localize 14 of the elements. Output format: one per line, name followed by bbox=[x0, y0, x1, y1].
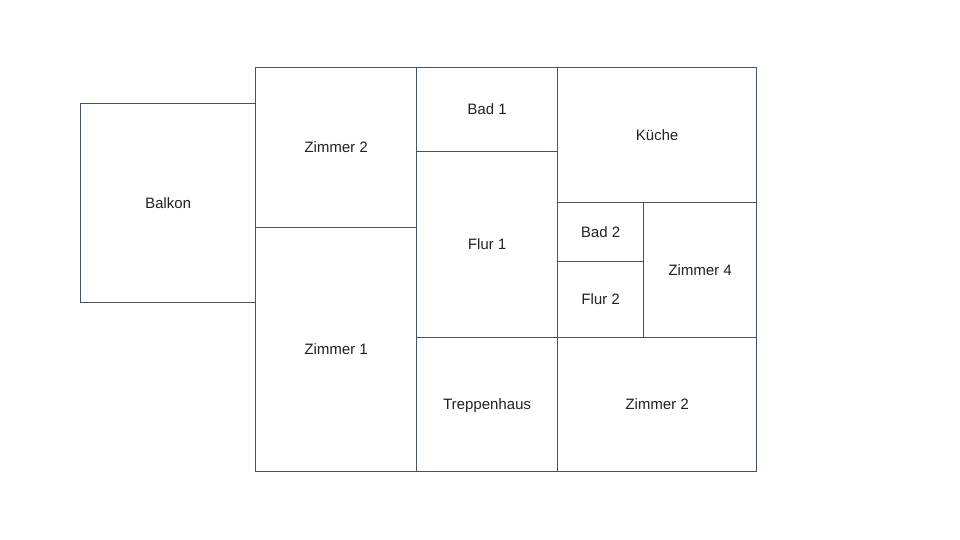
room-outline bbox=[557, 67, 757, 203]
room-label: Zimmer 1 bbox=[304, 341, 368, 358]
room-label: Zimmer 4 bbox=[668, 262, 732, 278]
room-label: Flur 2 bbox=[581, 291, 620, 308]
room-label: Küche bbox=[636, 126, 678, 144]
room-label: Treppenhaus bbox=[443, 396, 531, 413]
room-outline bbox=[80, 103, 256, 303]
room-label: Zimmer 2 bbox=[304, 139, 368, 156]
room-label: Flur 1 bbox=[468, 236, 506, 253]
room-outline bbox=[557, 337, 757, 472]
room-label: Bad 1 bbox=[467, 101, 507, 118]
room-label: Bad 2 bbox=[580, 224, 620, 240]
room-label: Balkon bbox=[145, 194, 191, 212]
room-label: Zimmer 2 bbox=[625, 396, 689, 413]
